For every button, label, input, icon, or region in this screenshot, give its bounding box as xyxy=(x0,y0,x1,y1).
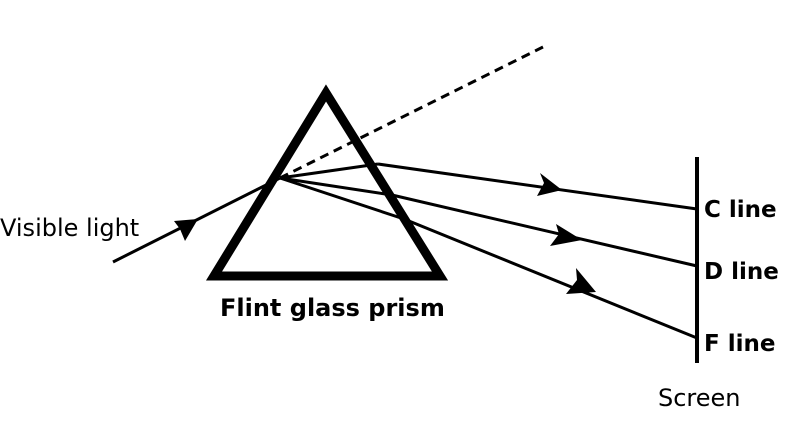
emergent-ray-c xyxy=(377,162,698,211)
screen-label: Screen xyxy=(658,384,741,412)
internal-ray-f xyxy=(279,176,405,221)
incident-label: Visible light xyxy=(0,214,139,242)
arrowhead-d xyxy=(550,224,582,246)
incident-ray-arrowhead xyxy=(174,219,198,241)
undeviated-dashed-ray xyxy=(279,45,544,180)
arrowhead-f xyxy=(566,268,596,294)
d-line-label: D line xyxy=(704,259,779,285)
prism-label: Flint glass prism xyxy=(220,294,445,322)
internal-ray-c xyxy=(279,162,379,180)
f-line-label: F line xyxy=(704,331,775,357)
emergent-ray-f xyxy=(403,217,698,340)
arrowhead-c xyxy=(537,173,562,196)
c-line-label: C line xyxy=(704,197,777,223)
emergent-ray-d xyxy=(391,193,698,268)
internal-ray-d xyxy=(279,176,393,197)
